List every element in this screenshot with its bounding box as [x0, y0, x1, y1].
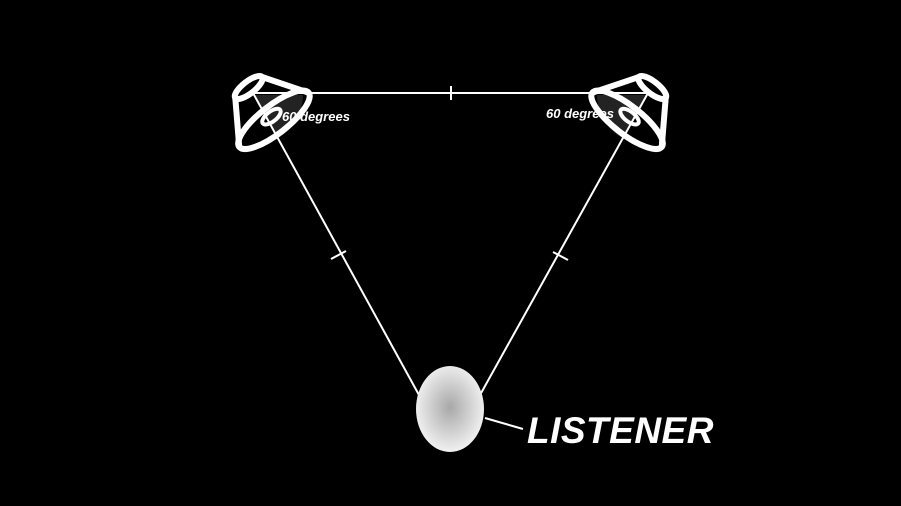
- listener-pointer-line: [484, 417, 524, 430]
- right-tick: [552, 251, 569, 261]
- left-line: [252, 92, 420, 396]
- listener-label: LISTENER: [527, 410, 714, 451]
- listener-head-icon: [416, 366, 484, 452]
- right-angle-label: 60 degrees: [546, 106, 614, 121]
- right-line: [479, 92, 649, 396]
- left-tick: [330, 250, 347, 260]
- right-speaker-icon: [588, 72, 670, 153]
- left-speaker-icon: [231, 72, 313, 153]
- left-angle-label: 60 degrees: [282, 109, 350, 124]
